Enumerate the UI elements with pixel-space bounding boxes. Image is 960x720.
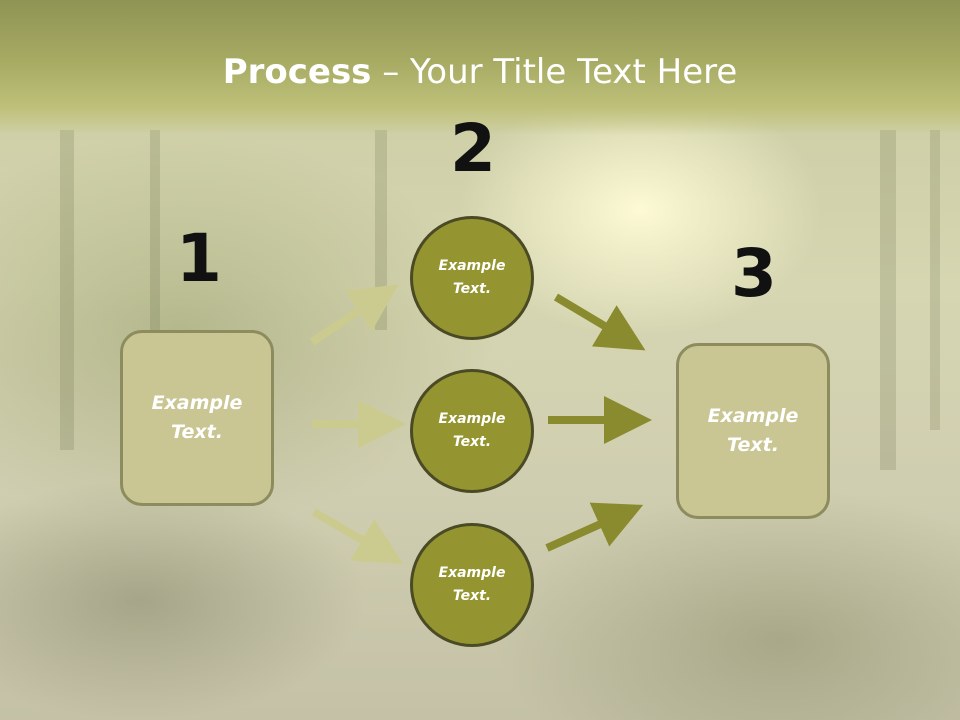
step-3-box[interactable]: Example Text. xyxy=(676,343,830,519)
step-number-3: 3 xyxy=(731,235,777,312)
header-band xyxy=(0,0,960,135)
step-2-circle-top[interactable]: Example Text. xyxy=(410,216,534,340)
circle-top-text: Example Text. xyxy=(438,258,506,297)
background-tree xyxy=(375,130,387,330)
slide-title: Process – Your Title Text Here xyxy=(0,52,960,92)
arrow-1-to-bottom xyxy=(311,508,404,565)
title-bold: Process xyxy=(222,52,372,92)
arrow-top-to-3 xyxy=(553,293,646,351)
step-2-circle-bottom[interactable]: Example Text. xyxy=(410,523,534,647)
step-number-1: 1 xyxy=(176,220,222,297)
circle-middle-text: Example Text. xyxy=(438,411,506,450)
background-tree xyxy=(880,130,896,470)
step-3-text: Example Text. xyxy=(707,405,799,456)
title-rest: – Your Title Text Here xyxy=(371,52,738,92)
step-1-text: Example Text. xyxy=(151,392,243,443)
arrow-bottom-to-3 xyxy=(545,502,644,552)
background-tree xyxy=(60,130,74,450)
background-tree xyxy=(930,130,940,430)
step-number-2: 2 xyxy=(450,110,496,187)
background-tree xyxy=(150,130,160,390)
step-2-circle-middle[interactable]: Example Text. xyxy=(410,369,534,493)
circle-bottom-text: Example Text. xyxy=(438,565,506,604)
arrow-1-to-top xyxy=(309,284,399,346)
step-1-box[interactable]: Example Text. xyxy=(120,330,274,506)
